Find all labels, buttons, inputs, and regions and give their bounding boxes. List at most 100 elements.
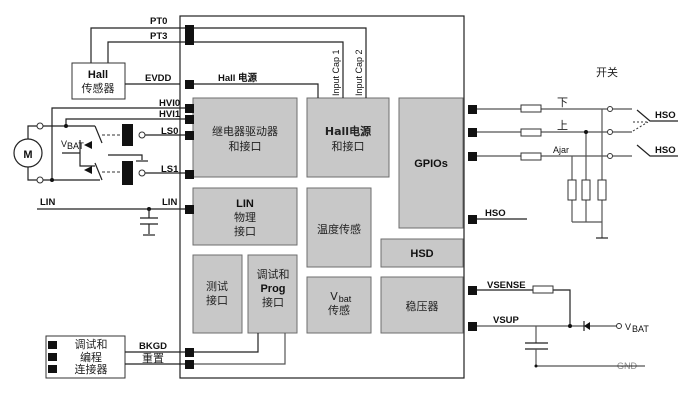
terminal-ls0 [138,131,146,139]
pulldown-ajar [567,179,577,201]
pin-vsup [468,322,477,331]
block-test-if-line1: 测试 [206,280,228,293]
resistor-up [520,128,542,137]
pin-lin [185,205,194,214]
label-vbat-relay-v: V [61,139,67,149]
block-gpios-label: GPIOs [414,158,448,170]
block-vbat-sense-v: V [330,290,338,303]
relay-contact-0 [94,125,103,144]
pin-hvi0 [185,104,194,113]
chip-outline [179,15,465,379]
label-vsense: VSENSE [487,280,526,291]
node-hvi1 [64,124,68,128]
block-test-if-line2: 接口 [206,294,228,307]
label-pt3: PT3 [150,31,167,42]
label-up: 上 [557,119,568,132]
terminal-motor-top [36,122,44,130]
block-vbat-sense-line2: 传感 [328,304,350,317]
terminal-vbat [616,323,622,329]
block-debug-prog-line2: Prog [260,283,285,295]
hall-sensor-box [71,62,126,100]
node-up [584,130,588,134]
switch-updown [636,109,678,122]
switch-title: 开关 [596,65,618,79]
pin-bkgd [185,348,194,357]
switch-updown-alt2 [632,121,649,132]
relay-contact-1 [94,162,103,181]
block-temp-sense-label: 温度传感 [317,222,361,236]
wire-reset-int [194,333,286,365]
label-vsup: VSUP [493,315,520,326]
block-hall-power-line1: Hall电源 [325,124,371,138]
pin-gpio-down [468,105,477,114]
pulldown-down [597,179,607,201]
label-lin-ext: LIN [40,197,55,208]
block-test-if [192,254,243,334]
contact-arrow-0 [84,141,92,149]
switch-ajar [636,144,678,157]
connector-pin-3 [48,365,57,373]
label-ls1: LS1 [161,164,179,175]
wire-motor-top [27,125,40,139]
wire-vsense [477,289,571,326]
wire-hall-supply [194,83,319,98]
pin-ls0 [185,131,194,140]
resistor-ajar [520,152,542,161]
node-gnd [534,364,538,368]
label-hvi1: HVI1 [159,109,181,120]
wire-pt3 [107,41,344,98]
block-debug-prog-line1: 调试和 [257,268,290,281]
block-hsd [380,238,464,268]
label-vbat-v: V [625,322,631,332]
label-hso-pin: HSO [485,208,506,219]
label-vbat-sub: BAT [632,324,649,334]
pin-evdd [185,80,194,89]
pin-gpio-up [468,128,477,137]
wire-pt0 [90,27,367,98]
pin-ls1 [185,170,194,179]
debug-connector-line1: 调试和 [75,338,108,351]
relay-coil-0 [122,124,133,146]
diode-icon [584,322,590,330]
wire-hvi0 [51,107,185,180]
contact-arrow-1 [84,166,92,174]
hall-sensor-line1: Hall [88,69,108,81]
relay-common [79,140,95,167]
label-vbat-relay-sub: BAT [67,141,84,151]
block-debug-prog-line3: 接口 [262,296,284,309]
block-regulator [380,276,464,334]
terminal-ajar [607,153,613,159]
block-hall-power [306,97,390,178]
label-hso-sw2: HSO [655,145,676,156]
debug-connector-box [45,335,126,379]
label-pt0: PT0 [150,16,167,27]
block-relay-driver-line1: 继电器驱动器 [212,125,278,138]
motor-label: M [23,149,32,161]
wire-bkgd-int [194,333,259,353]
label-bkgd: BKGD [139,341,167,352]
block-relay-driver-line2: 和接口 [229,140,262,153]
block-lin-phy-line3: 接口 [234,225,256,238]
block-hall-power-line2: 和接口 [332,140,365,153]
block-lin-phy [192,187,298,246]
block-regulator-label: 稳压器 [406,299,439,313]
label-hall-supply: Hall 电源 [218,72,258,84]
pin-reset [185,360,194,369]
label-hvi0: HVI0 [159,98,180,109]
terminal-up [607,129,613,135]
connector-pin-1 [48,341,57,349]
pin-hso [468,215,477,224]
pin-hvi1 [185,115,194,124]
block-temp-sense [306,187,372,268]
pulldown-up [581,179,591,201]
wire-hvi1 [65,118,185,126]
block-lin-phy-line1: LIN [236,198,254,210]
label-down: 下 [557,96,568,109]
label-reset: 重置 [142,351,164,365]
block-gpios [398,97,464,229]
block-relay-driver [192,97,298,178]
node-vsup [568,324,572,328]
terminal-down [607,106,613,112]
block-vbat-sense [306,276,372,334]
